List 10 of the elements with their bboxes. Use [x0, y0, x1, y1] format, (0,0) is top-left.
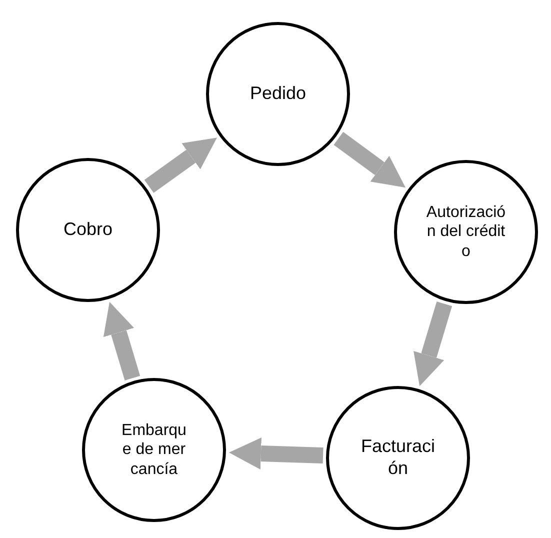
node-label: Autorización del crédito: [426, 203, 506, 261]
node-label: Pedido: [248, 83, 308, 105]
node-label: Facturación: [360, 436, 436, 480]
arrow: [103, 302, 140, 380]
arrow: [144, 138, 218, 193]
arrow: [228, 438, 324, 470]
node-label: Embarque de mercancía: [120, 421, 188, 479]
arrow: [334, 132, 406, 188]
node-label: Cobro: [62, 219, 114, 241]
arrow: [414, 302, 452, 386]
